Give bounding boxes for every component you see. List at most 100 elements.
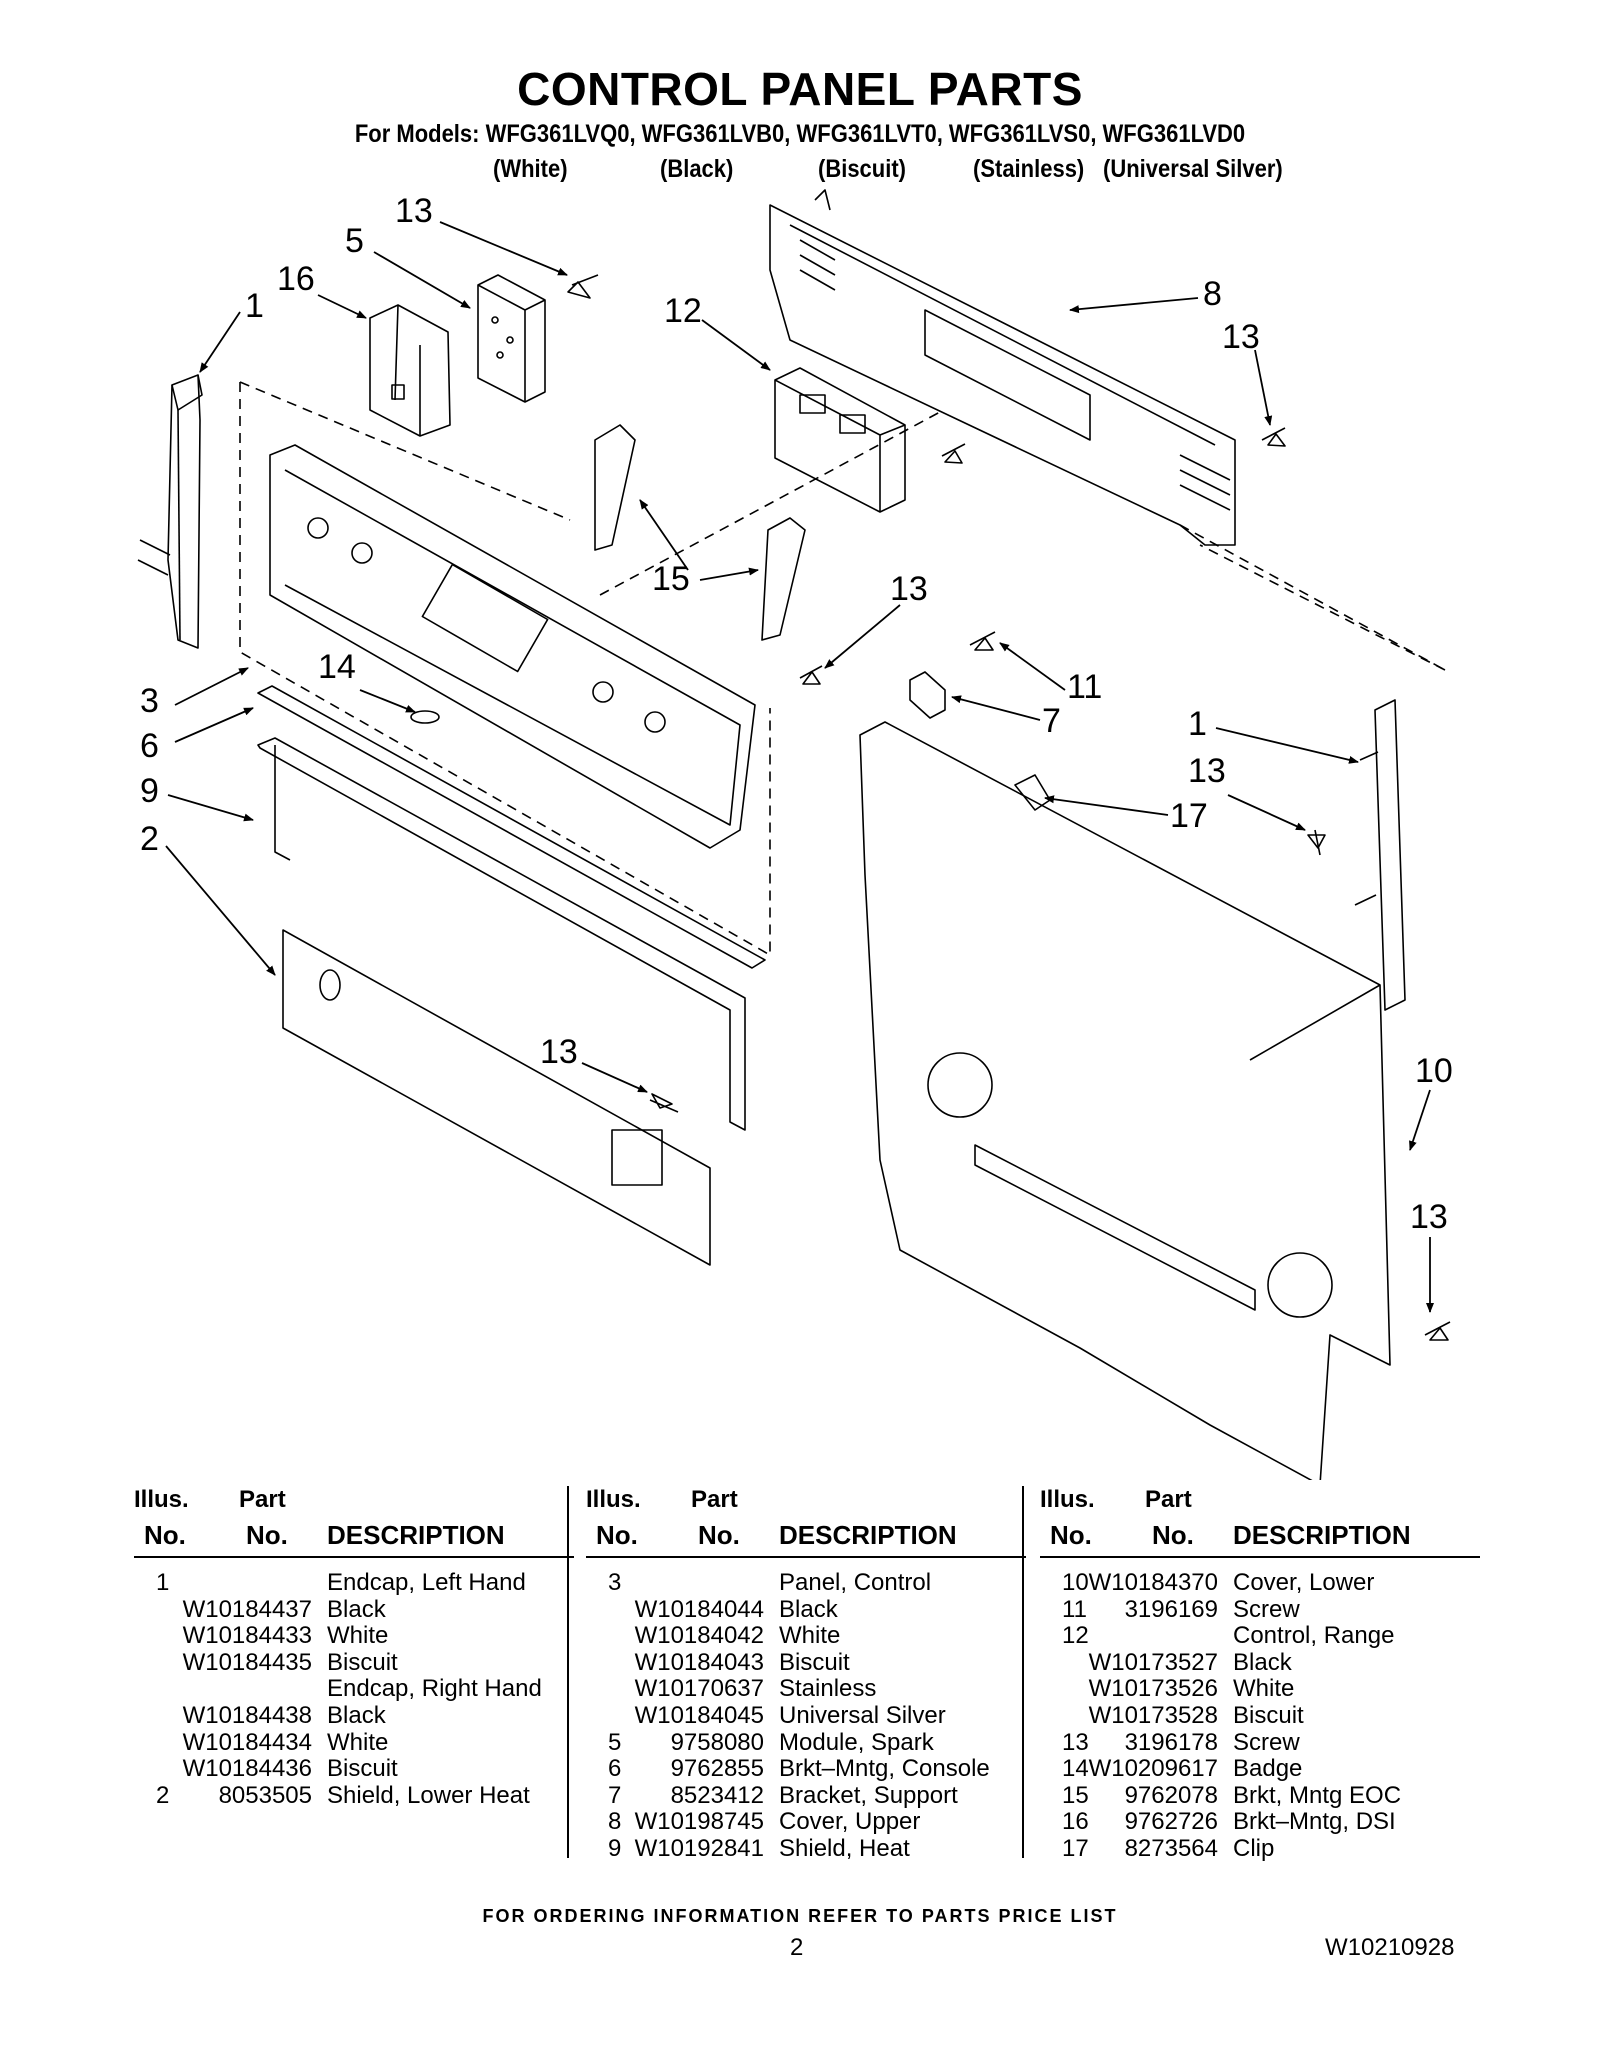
callout-7: 7 xyxy=(1042,702,1061,740)
part-number: 8053505 xyxy=(218,1781,312,1809)
column-divider xyxy=(1022,1486,1024,1858)
callout-15: 15 xyxy=(652,560,690,598)
screw-part xyxy=(1424,1321,1451,1341)
dashed-frame-right xyxy=(1199,544,1446,671)
table-header: Illus. No. Part No. DESCRIPTION xyxy=(586,1486,1026,1558)
variant-universal-silver: (Universal Silver) xyxy=(1103,155,1283,183)
callout-12: 12 xyxy=(664,292,702,330)
part-description: Black xyxy=(1233,1648,1292,1676)
callout-16: 16 xyxy=(277,260,315,298)
right-endcap-part xyxy=(1354,699,1406,1011)
illus-number: 6 xyxy=(608,1755,622,1783)
part-description: Badge xyxy=(1233,1755,1303,1783)
screw-part xyxy=(649,1093,679,1113)
part-number: W10173526 xyxy=(1088,1675,1218,1703)
part-description: Brkt–Mntg, Console xyxy=(779,1755,990,1783)
part-description: Module, Spark xyxy=(779,1728,934,1756)
callout-3: 3 xyxy=(140,682,159,720)
page-title: CONTROL PANEL PARTS xyxy=(517,63,1083,115)
callout-8: 8 xyxy=(1203,275,1222,313)
page-number: 2 xyxy=(790,1934,804,1961)
ordering-note: FOR ORDERING INFORMATION REFER TO PARTS … xyxy=(482,1906,1118,1926)
screw-part xyxy=(567,274,599,299)
part-number: W10184043 xyxy=(634,1648,764,1676)
part-description: Screw xyxy=(1233,1728,1300,1756)
illus-number: 8 xyxy=(608,1808,622,1836)
callout-13-a: 13 xyxy=(395,192,433,230)
illus-number: 10 xyxy=(1062,1569,1089,1596)
callout-13-b: 13 xyxy=(1222,318,1260,356)
range-control-part xyxy=(774,367,906,513)
illus-number: 1 xyxy=(156,1569,170,1596)
illus-number: 15 xyxy=(1062,1781,1089,1809)
eoc-bracket-upper xyxy=(594,424,636,551)
part-number: W10184437 xyxy=(182,1595,312,1623)
variant-biscuit: (Biscuit) xyxy=(818,155,906,183)
callout-2: 2 xyxy=(140,820,159,858)
table-row: W10173527 Black xyxy=(1040,1648,1480,1677)
part-description: Control, Range xyxy=(1233,1622,1395,1650)
part-description: Biscuit xyxy=(327,1648,398,1676)
table-row: 1 Endcap, Left Hand xyxy=(134,1569,574,1597)
callout-14: 14 xyxy=(318,648,356,686)
eoc-bracket-lower xyxy=(761,517,806,641)
table-row: W10173526 White xyxy=(1040,1676,1480,1703)
part-number: W10173527 xyxy=(1088,1648,1218,1676)
illus-number: 14 xyxy=(1062,1755,1089,1783)
part-number: 8523412 xyxy=(670,1781,764,1809)
part-number: W10173528 xyxy=(1088,1701,1218,1729)
callout-13-e: 13 xyxy=(540,1033,578,1071)
illus-number: 11 xyxy=(1062,1595,1087,1623)
part-number: 3196169 xyxy=(1124,1595,1218,1623)
diagram-callouts: 13 5 16 1 12 8 13 15 13 14 11 3 7 6 1 13… xyxy=(140,192,1453,1236)
part-description: Black xyxy=(779,1595,838,1623)
part-number: W10184438 xyxy=(182,1701,312,1729)
part-description: Screw xyxy=(1233,1595,1300,1623)
part-description: White xyxy=(1233,1675,1295,1703)
part-description: Black xyxy=(327,1595,386,1623)
part-number: W10184042 xyxy=(634,1622,764,1650)
column-divider xyxy=(567,1486,569,1858)
part-number: W10198745 xyxy=(634,1808,764,1836)
document-number: W10210928 xyxy=(1325,1934,1455,1961)
console-bracket-part xyxy=(257,685,766,969)
callout-17: 17 xyxy=(1170,797,1208,835)
illus-number: 17 xyxy=(1062,1834,1089,1862)
screw-part xyxy=(1307,829,1326,856)
part-description: Endcap, Right Hand xyxy=(327,1675,542,1703)
left-endcap-part xyxy=(137,374,203,649)
illus-number: 2 xyxy=(156,1781,170,1809)
variant-stainless: (Stainless) xyxy=(973,155,1085,183)
callout-11: 11 xyxy=(1067,668,1102,706)
part-description: Bracket, Support xyxy=(779,1781,958,1809)
spark-module-part xyxy=(477,274,546,403)
part-description: White xyxy=(327,1728,389,1756)
screw-part xyxy=(941,443,966,464)
callout-13-f: 13 xyxy=(1410,1198,1448,1236)
heat-shield-part xyxy=(257,737,746,1131)
part-number: 9758080 xyxy=(670,1728,764,1756)
callout-9: 9 xyxy=(140,772,159,810)
part-description: Cover, Lower xyxy=(1233,1569,1375,1596)
part-description: White xyxy=(327,1622,389,1650)
callout-13-c: 13 xyxy=(890,570,928,608)
callout-1-right: 1 xyxy=(1188,705,1207,743)
table-header: Illus. No. Part No. DESCRIPTION xyxy=(134,1486,574,1558)
part-description: Endcap, Left Hand xyxy=(327,1569,526,1596)
illus-number: 16 xyxy=(1062,1808,1089,1836)
